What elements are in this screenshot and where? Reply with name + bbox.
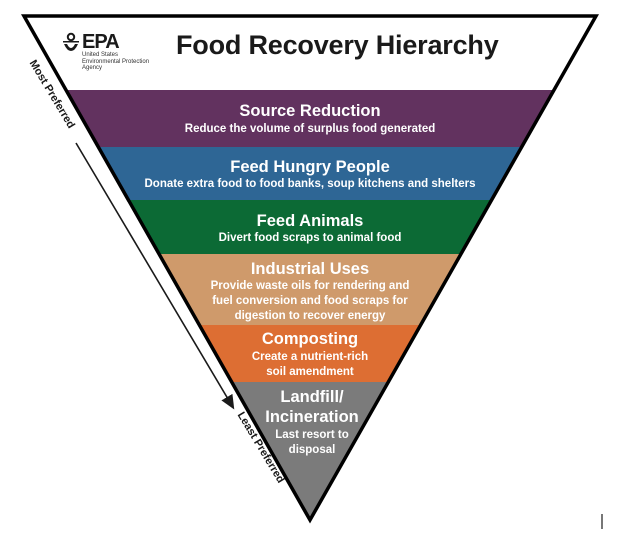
tier-desc-feed-hungry-people: Donate extra food to food banks, soup ki… [144, 178, 476, 190]
tier-band-source-reduction [24, 90, 596, 147]
tier-title-landfill-line1: Landfill/ [280, 388, 344, 406]
agency-line: United States [82, 52, 119, 58]
epa-agency-name: United States Environmental Protection A… [82, 52, 149, 72]
tier-desc-landfill-line2: disposal [288, 444, 336, 456]
tier-title-feed-hungry-people: Feed Hungry People [230, 158, 390, 176]
agency-line: Environmental Protection [82, 58, 150, 65]
header-band [24, 16, 596, 90]
preference-arrow [75, 142, 235, 410]
tier-desc-industrial-uses-line1: Provide waste oils for rendering and [210, 280, 410, 292]
tier-desc-industrial-uses-line3: digestion to recover energy [234, 310, 386, 322]
text-cursor [601, 514, 603, 529]
triangle-outline [20, 14, 600, 524]
epa-flower-icon [63, 32, 79, 51]
tier-title-landfill-line2: Incineration [265, 408, 359, 426]
tier-title-industrial-uses: Industrial Uses [250, 260, 370, 278]
tier-title-feed-animals: Feed Animals [256, 212, 364, 230]
tier-desc-composting-line1: Create a nutrient-rich [251, 351, 369, 363]
tier-title-composting: Composting [261, 330, 359, 348]
tier-desc-composting-line2: soil amendment [266, 366, 354, 378]
tier-desc-industrial-uses-line2: fuel conversion and food scraps for [212, 295, 408, 307]
diagram-title: Food Recovery Hierarchy [176, 30, 499, 60]
tier-desc-feed-animals: Divert food scraps to animal food [218, 232, 402, 244]
tier-title-source-reduction: Source Reduction [239, 102, 381, 120]
agency-line: Agency [82, 65, 103, 71]
tier-desc-landfill-line1: Last resort to [275, 429, 349, 441]
epa-wordmark: EPA [82, 31, 120, 53]
tier-desc-source-reduction: Reduce the volume of surplus food genera… [184, 123, 436, 135]
